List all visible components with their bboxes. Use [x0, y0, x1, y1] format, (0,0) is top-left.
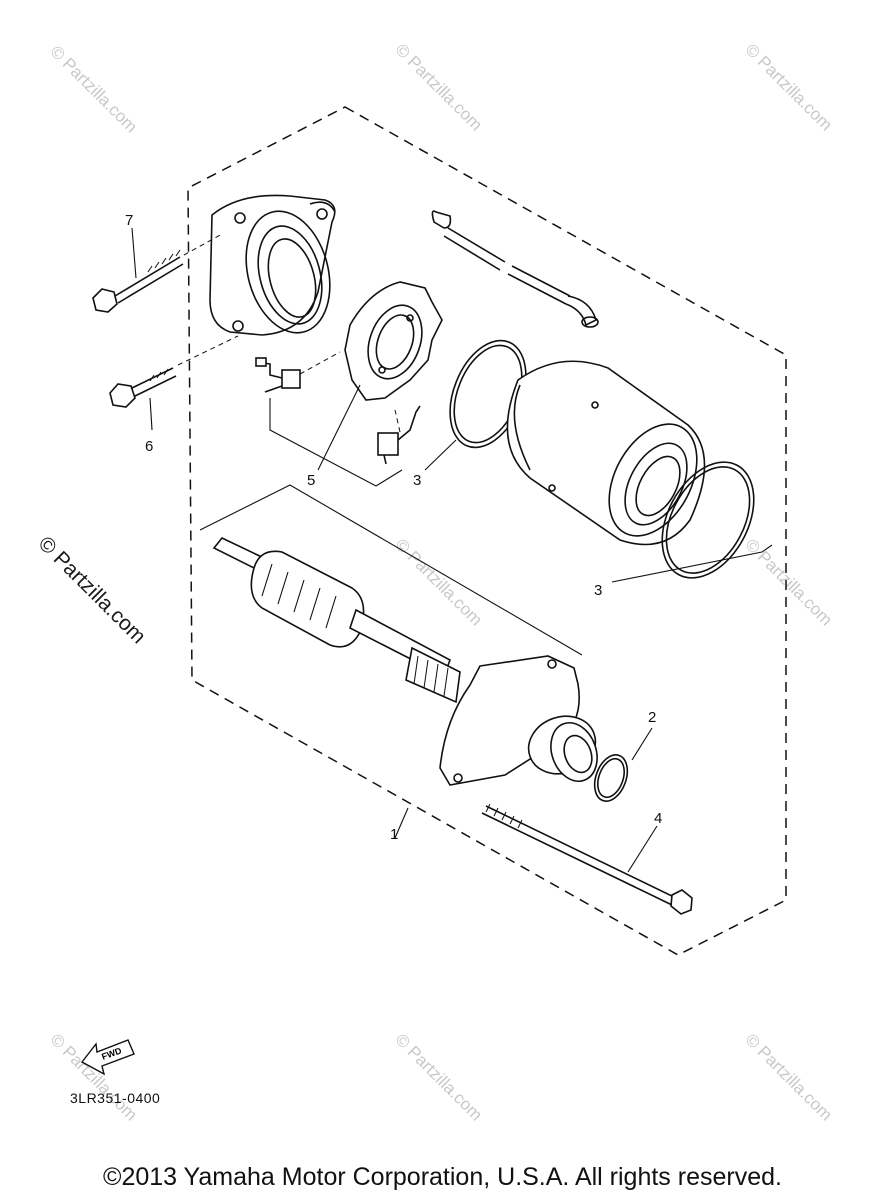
- armature: [212, 537, 461, 704]
- rear-cover: [439, 655, 598, 786]
- end-cover: [209, 194, 336, 336]
- brush-left: [255, 357, 301, 393]
- callout-6: 6: [145, 438, 154, 455]
- brush-bottom: [377, 405, 421, 465]
- lead-wire: [431, 210, 599, 328]
- callout-7: 7: [125, 212, 134, 229]
- callout-5: 5: [307, 472, 316, 489]
- callout-2: 2: [648, 709, 657, 726]
- copyright-notice: ©2013 Yamaha Motor Corporation, U.S.A. A…: [103, 1163, 782, 1191]
- bolt-6: [109, 367, 177, 431]
- through-bolt: [481, 803, 693, 915]
- callout-3-upper: 3: [413, 472, 422, 489]
- o-ring-lower: [661, 461, 755, 579]
- callout-1: 1: [390, 826, 399, 843]
- callout-3-lower: 3: [594, 582, 603, 599]
- bolt-7: [92, 227, 184, 313]
- part-code: 3LR351-0400: [70, 1090, 161, 1106]
- o-ring-small: [593, 754, 629, 802]
- yoke-housing: [506, 360, 706, 546]
- fwd-arrow-icon: [80, 1039, 135, 1076]
- brush-plate: [344, 281, 443, 401]
- callout-4: 4: [654, 810, 663, 827]
